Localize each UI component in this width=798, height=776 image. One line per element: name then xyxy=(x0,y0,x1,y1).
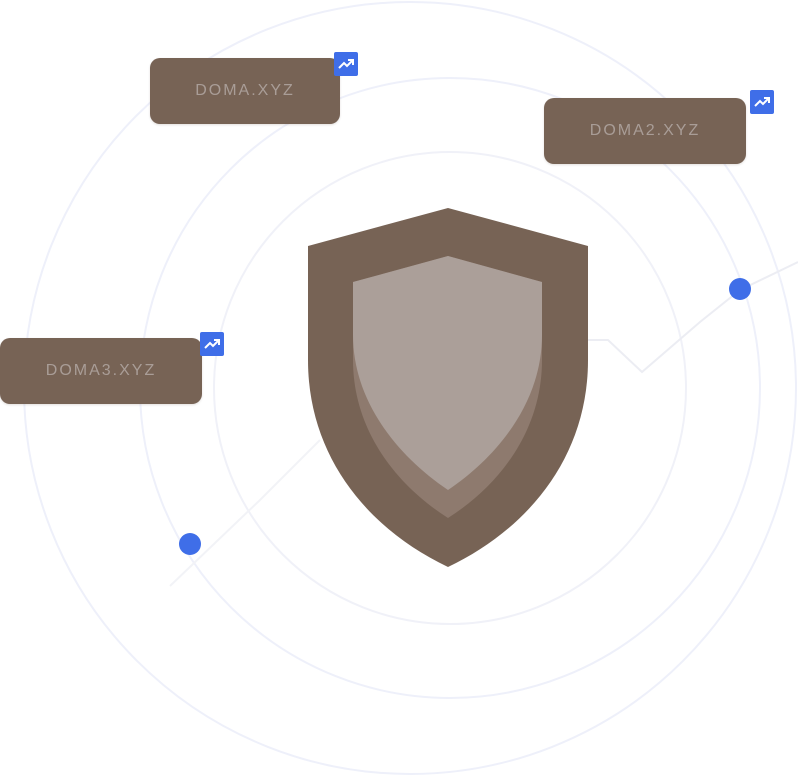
shield-inner xyxy=(353,256,542,490)
domain-card-3[interactable]: DOMA3.XYZ xyxy=(0,338,202,404)
trending-up-icon[interactable] xyxy=(750,90,774,114)
domain-card-1[interactable]: DOMA.XYZ xyxy=(150,58,340,124)
accent-dot-right xyxy=(729,278,751,300)
trending-up-icon[interactable] xyxy=(200,332,224,356)
domain-label: DOMA2.XYZ xyxy=(589,122,701,139)
domain-card-2[interactable]: DOMA2.XYZ xyxy=(544,98,746,164)
orbit-ring-inner xyxy=(213,151,687,625)
domain-label: DOMA.XYZ xyxy=(195,82,295,99)
trending-up-icon[interactable] xyxy=(334,52,358,76)
domain-label: DOMA3.XYZ xyxy=(45,362,157,379)
trend-line-left xyxy=(169,439,321,587)
accent-dot-left xyxy=(179,533,201,555)
